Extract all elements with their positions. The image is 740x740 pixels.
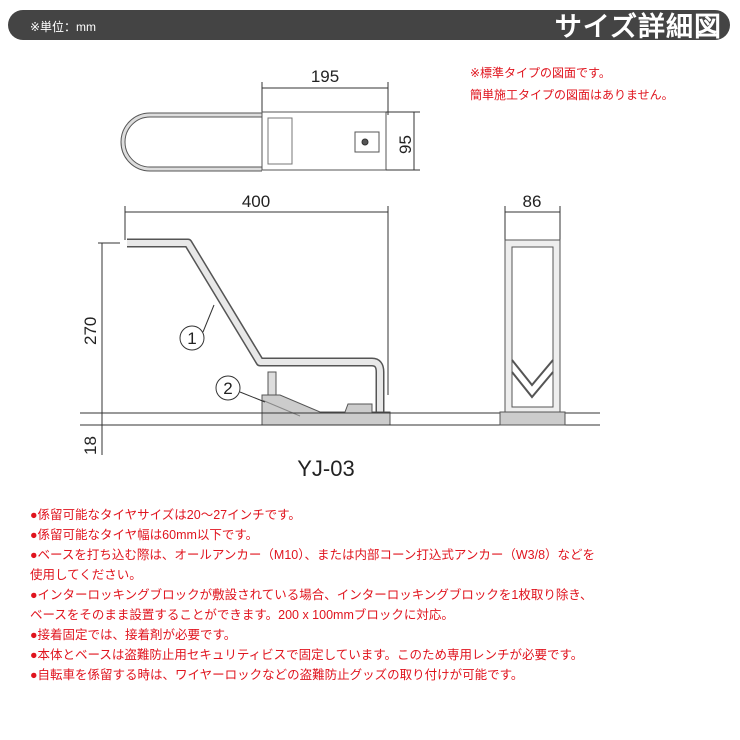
dim-18: 18	[81, 436, 100, 455]
top-view: 195 95	[120, 67, 420, 172]
callout-1: 1	[187, 329, 196, 348]
spec-line: ●インターロッキングブロックが敷設されている場合、インターロッキングブロックを1…	[30, 588, 593, 602]
side-view: 400 270 18 1 2 YJ-03	[80, 192, 600, 481]
spec-line: ベースをそのまま設置することができます。200 x 100mmブロックに対応。	[30, 608, 454, 622]
dim-95: 95	[396, 135, 415, 154]
callout-2: 2	[223, 379, 232, 398]
dim-195: 195	[311, 67, 339, 86]
note-simple: 簡単施工タイプの図面はありません。	[470, 88, 674, 102]
spec-line: ●接着固定では、接着剤が必要です。	[30, 628, 237, 642]
spec-line: ●ベースを打ち込む際は、オールアンカー（M10）、または内部コーン打込式アンカー…	[30, 548, 596, 562]
unit-label: ※単位：mm	[30, 20, 97, 34]
spec-line: ●本体とベースは盗難防止用セキュリティビスで固定しています。このため専用レンチが…	[30, 648, 584, 662]
page-title: サイズ詳細図	[554, 12, 722, 42]
dim-86: 86	[523, 192, 542, 211]
header-bar	[8, 10, 730, 40]
note-standard: ※標準タイプの図面です。	[470, 66, 611, 80]
spec-line: ●自転車を係留する時は、ワイヤーロックなどの盗難防止グッズの取り付けが可能です。	[30, 668, 524, 682]
model-label: YJ-03	[297, 456, 354, 481]
spec-line: ●係留可能なタイヤ幅は60mm以下です。	[30, 528, 259, 542]
dim-400: 400	[242, 192, 270, 211]
spec-line: ●係留可能なタイヤサイズは20～27インチです。	[30, 508, 301, 522]
dim-270: 270	[81, 317, 100, 345]
spec-line: 使用してください。	[30, 568, 142, 582]
front-view: 86	[499, 192, 566, 426]
